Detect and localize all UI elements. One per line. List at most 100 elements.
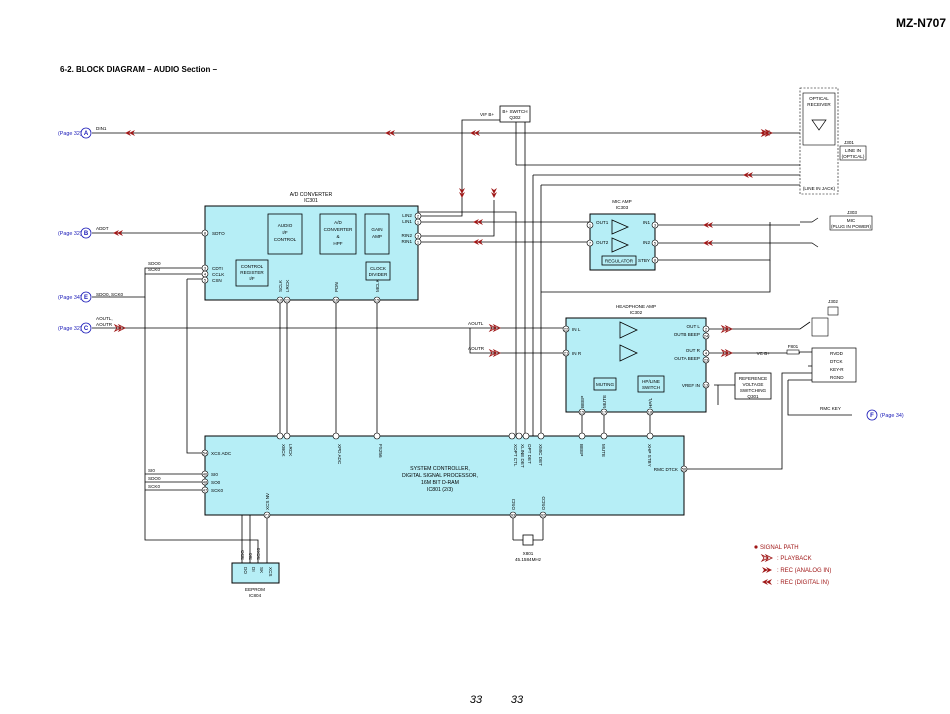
hp-mute: MUTE bbox=[602, 395, 607, 408]
ee-title: EEPROM bbox=[245, 587, 265, 592]
sc-osco: OSCO bbox=[541, 496, 546, 510]
pn-mclk: 15 bbox=[375, 298, 380, 303]
pn-rin1: 1 bbox=[417, 240, 420, 245]
hp-hpline-2: SWITCH bbox=[642, 385, 660, 390]
net-sdo0: SDO0 bbox=[148, 261, 161, 266]
sub-audio-1: AUDIO bbox=[278, 223, 293, 228]
pn-outr: 4 bbox=[705, 351, 708, 356]
pn-inl: 22 bbox=[564, 327, 569, 332]
mic-out1: OUT1 bbox=[596, 220, 609, 225]
ref-3: SWITCHING bbox=[740, 388, 767, 393]
sub-adc-2: CONVERTER bbox=[324, 227, 353, 232]
pn-cdti: 3 bbox=[204, 266, 207, 271]
sc-xcsadc: XCS ADC bbox=[211, 451, 232, 456]
pin-sdto: SDTO bbox=[212, 231, 225, 236]
vif-b-label: VIF B+ bbox=[480, 112, 494, 117]
adc-ic-label: IC301 bbox=[304, 198, 318, 204]
sub-gain-2: AMP bbox=[372, 234, 382, 239]
pn-cclk: 4 bbox=[204, 272, 207, 277]
pin-csn: CSN bbox=[212, 278, 222, 283]
headphone-amp-ic302: HEADPHONE AMP IC302 MUTING HP/LINE SWITC… bbox=[562, 304, 710, 416]
ref-c-signal-1: AOUTL, bbox=[96, 316, 113, 321]
ref-e-signal: SDO0, SCK0 bbox=[96, 292, 124, 297]
ref-c: (Page 32) C AOUTL, AOUTR bbox=[58, 316, 113, 334]
section-title: 6-2. BLOCK DIAGRAM – AUDIO Section – bbox=[60, 65, 218, 74]
adc-title: A/D CONVERTER bbox=[290, 192, 333, 198]
legend-title: SIGNAL PATH bbox=[760, 545, 799, 551]
pin-sclk: SCLK bbox=[278, 279, 283, 292]
pn-lin1: 1 bbox=[417, 220, 420, 225]
sc-optdet: OPT DET bbox=[527, 444, 532, 464]
sc-mute: MUTE bbox=[601, 444, 606, 457]
j301-opt-2: RECEIVER bbox=[807, 102, 831, 107]
legend-rec-digital: : REC (DIGITAL IN) bbox=[777, 580, 829, 586]
legend-rec-analog: : REC (ANALOG IN) bbox=[777, 568, 831, 574]
hp-inr: IN R bbox=[572, 351, 582, 356]
pn-lin2: 2 bbox=[417, 214, 420, 219]
sc-osci: OSCI bbox=[511, 499, 516, 510]
net-sdo0-b: SDO0 bbox=[148, 476, 161, 481]
j302-rgnd: RGND bbox=[830, 375, 844, 380]
pn-out2: 7 bbox=[589, 241, 592, 246]
ref-e-letter: E bbox=[84, 295, 88, 301]
sc-si0: SI0 bbox=[211, 472, 218, 477]
sc-xhpstby: XHP STBY bbox=[647, 444, 652, 467]
sc-line4: IC801 (2/3) bbox=[427, 487, 453, 493]
mic-ic: IC303 bbox=[616, 205, 629, 210]
j302-dtck: DTCK bbox=[830, 359, 843, 364]
hp-outb-beep: OUTB BEEP bbox=[674, 332, 700, 337]
sc-xoptctl: XOPT CTL bbox=[513, 444, 518, 467]
legend-playback: : PLAYBACK bbox=[777, 556, 812, 562]
sub-ctrl-3: I/F bbox=[249, 276, 255, 281]
pn-osco: 92 bbox=[541, 513, 546, 518]
pin-rin1: RIN1 bbox=[402, 239, 413, 244]
j301-jack: (LINE IN JACK) bbox=[803, 186, 836, 191]
pin-rin2: RIN2 bbox=[402, 233, 413, 238]
j301-line-2: (OPTICAL) bbox=[842, 154, 865, 159]
model-name: MZ-N707 bbox=[896, 16, 946, 30]
j302-rvdd: RVDD bbox=[830, 351, 844, 356]
mic-title: MIC AMP bbox=[612, 199, 631, 204]
net-aoutr: AOUTR bbox=[468, 346, 485, 351]
j302-headphone: J302 RVDD DTCK KEY-R RGND F801 VC B+ bbox=[757, 299, 857, 383]
ee-sdo: SDO bbox=[240, 550, 245, 560]
ref-e: (Page 34) E SDO0, SCK0 bbox=[58, 291, 124, 303]
mic-amp-ic303: MIC AMP IC303 REGULATOR OUT1 OUT2 IN1 IN… bbox=[586, 199, 659, 271]
pn-so: 48 bbox=[203, 480, 208, 485]
ref-f-signal: RMC KEY bbox=[820, 406, 841, 411]
pn-in1: 3 bbox=[654, 223, 657, 228]
crystal-x801: X801 45.1584MHz bbox=[515, 534, 542, 562]
mic-in2: IN2 bbox=[643, 240, 651, 245]
page-number-right: 33 bbox=[511, 694, 524, 706]
hp-hpline-1: HP/LINE bbox=[642, 379, 660, 384]
sc-xcsnv: XCS NV bbox=[265, 492, 270, 510]
ref-voltage-q301: REFERENCE VOLTAGE SWITCHING Q301 bbox=[734, 372, 772, 400]
ref-c-page: (Page 32) bbox=[58, 326, 82, 332]
sc-so0: SO0 bbox=[211, 480, 221, 485]
ref-1: REFERENCE bbox=[739, 376, 767, 381]
pn-si: 46 bbox=[203, 472, 208, 477]
sub-adc-1: A/D bbox=[334, 220, 342, 225]
sc-beep: BEEP bbox=[579, 444, 584, 456]
page-number-left: 33 bbox=[470, 694, 483, 706]
b-switch-q302: B+ SWITCH Q302 VIF B+ bbox=[480, 105, 531, 123]
ref-2: VOLTAGE bbox=[742, 382, 763, 387]
j302-keyr: KEY-R bbox=[830, 367, 844, 372]
hp-beep: BEEP bbox=[580, 396, 585, 408]
ee-sck0: SCK0 bbox=[256, 548, 261, 560]
net-aoutl: AOUTL bbox=[468, 321, 484, 326]
hp-outl: OUT L bbox=[687, 324, 701, 329]
hp-muting: MUTING bbox=[596, 382, 615, 387]
hp-outa-beep: OUTA BEEP bbox=[674, 356, 700, 361]
j303-mic: J303 MIC (PLUG IN POWER) bbox=[800, 210, 873, 248]
ee-sk: SK bbox=[259, 567, 264, 574]
pn-rmc: 56 bbox=[682, 467, 687, 472]
hp-outr: OUT R bbox=[686, 348, 701, 353]
ee-do: DO bbox=[243, 567, 248, 574]
ref-f-page: (Page 34) bbox=[880, 413, 904, 419]
mic-regulator: REGULATOR bbox=[605, 259, 634, 264]
sub-adc-4: HPF bbox=[333, 241, 342, 246]
f801-name: F801 bbox=[788, 344, 799, 349]
sc-rmc-dtck: RMC DTCK bbox=[654, 467, 679, 472]
